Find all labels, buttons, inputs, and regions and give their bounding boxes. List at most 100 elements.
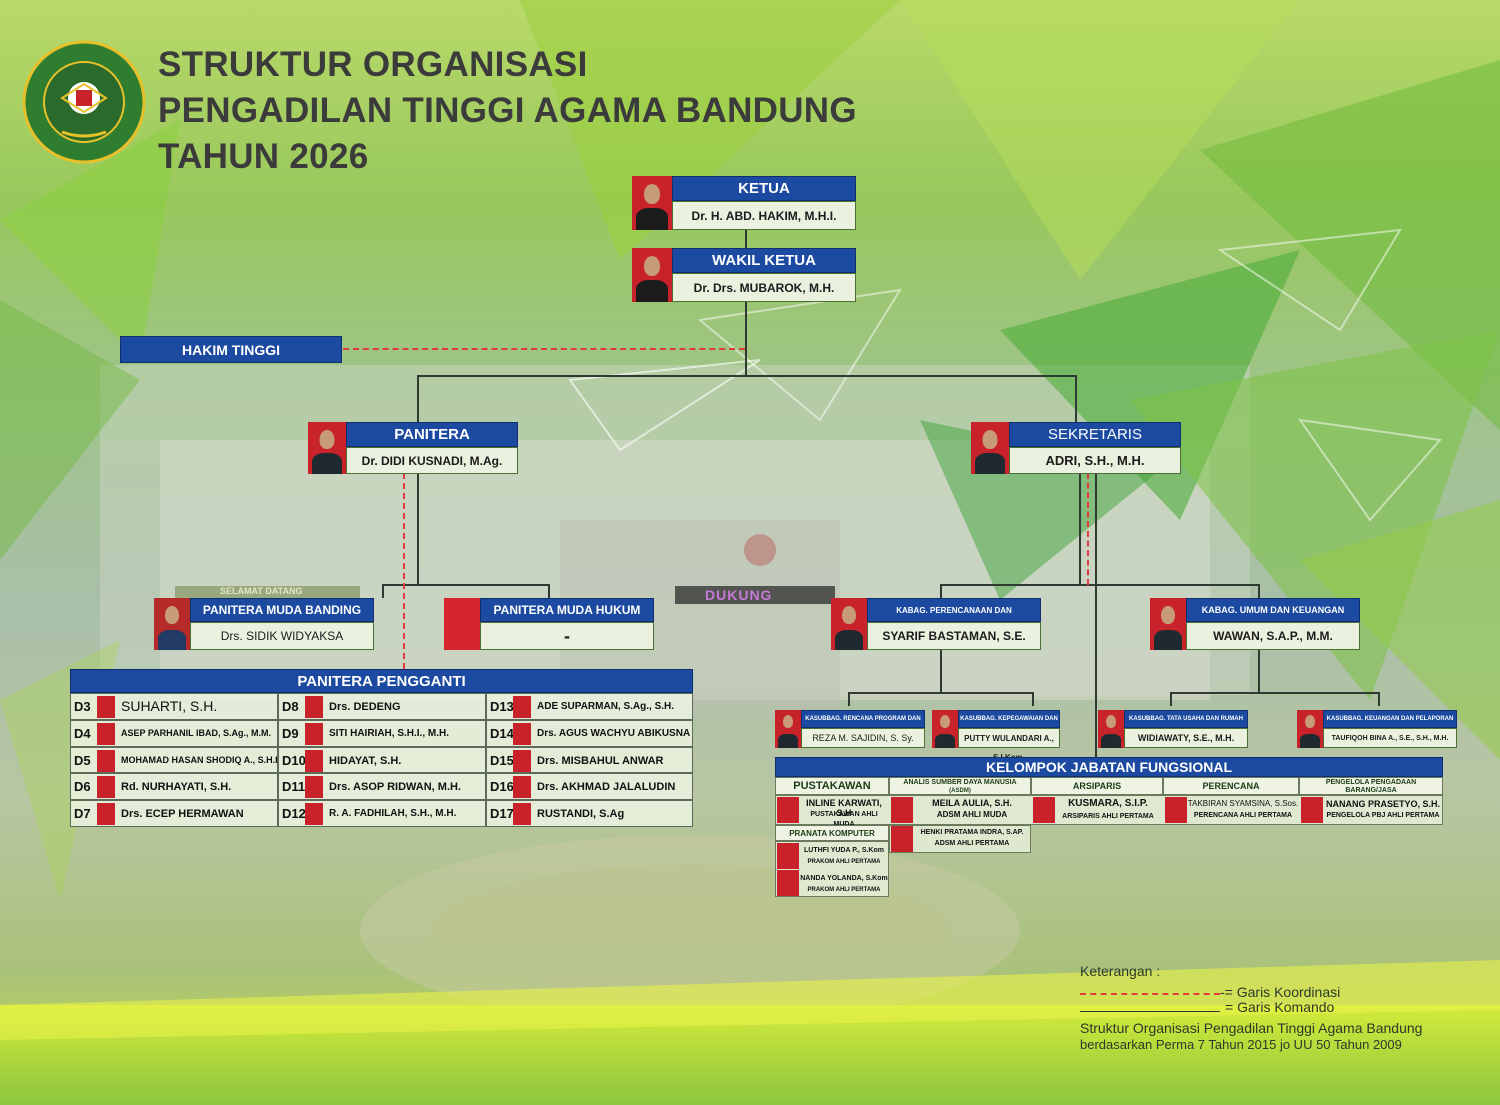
legend-coord: -= Garis Koordinasi	[1220, 984, 1341, 1000]
photo-nanda	[777, 870, 799, 896]
pp-name: Drs. AGUS WACHYU ABIKUSNA	[537, 727, 691, 739]
pp-name: MOHAMAD HASAN SHODIQ A., S.H.I.	[121, 754, 277, 765]
pp-name: R. A. FADHILAH, S.H., M.H.	[329, 808, 457, 820]
pp-photo	[305, 776, 323, 799]
pp-code: D6	[74, 779, 91, 795]
line-to-panitera	[417, 375, 419, 423]
line-kabag-horizontal	[940, 584, 1260, 586]
pp-code: D7	[74, 806, 91, 822]
photo-pm-banding	[154, 598, 190, 650]
line-wakil-down	[745, 300, 747, 376]
wakil-ketua-name: Dr. Drs. MUBAROK, M.H.	[672, 273, 856, 302]
line-kabag2-down	[1258, 650, 1260, 692]
legend-dashed-line	[1080, 993, 1220, 995]
panitera-pengganti-cell: D12 R. A. FADHILAH, S.H., M.H.	[278, 800, 486, 827]
pp-photo	[97, 722, 115, 745]
photo-henki	[891, 826, 913, 852]
kasubbag-tatausaha-name: WIDIAWATY, S.E., M.H.	[1124, 728, 1248, 748]
box-kabag-umum: KABAG. UMUM DAN KEUANGAN WAWAN, S.A.P., …	[1150, 598, 1360, 650]
photo-sekretaris	[971, 422, 1009, 474]
group-asdm-title-text: ANALIS SUMBER DAYA MANUSIA	[903, 779, 1017, 786]
member-name: KUSMARA, S.I.P.	[1068, 798, 1148, 809]
member-pos: PENGELOLA PBJ AHLI PERTAMA	[1326, 812, 1440, 819]
panitera-name: Dr. DIDI KUSNADI, M.Ag.	[346, 447, 518, 474]
line-pm-horizontal	[382, 584, 550, 586]
title-line-2: PENGADILAN TINGGI AGAMA BANDUNG	[158, 91, 857, 130]
photo-kabag-umum	[1150, 598, 1186, 650]
pp-code: D13	[490, 699, 514, 714]
line-ketua-wakil	[745, 228, 747, 248]
line-kasub-4	[1378, 692, 1380, 706]
line-top-horizontal	[417, 375, 1077, 377]
line-kasub-3	[1170, 692, 1172, 706]
member-pos: PRAKOM AHLI PERTAMA	[807, 887, 881, 893]
pp-name: Drs. ECEP HERMAWAN	[121, 808, 244, 821]
court-logo-icon	[22, 40, 146, 164]
pp-photo	[305, 722, 323, 745]
photo-meila-aulia	[891, 797, 913, 823]
panitera-pengganti-cell: D7 Drs. ECEP HERMAWAN	[70, 800, 278, 827]
pp-photo	[513, 803, 531, 826]
line-kasub-2-h	[1170, 692, 1380, 694]
group-prakom-title: PRANATA KOMPUTER	[775, 825, 889, 841]
page-title: STRUKTUR ORGANISASI PENGADILAN TINGGI AG…	[158, 42, 857, 180]
box-hakim-tinggi: HAKIM TINGGI	[120, 336, 342, 363]
legend-title: Keterangan :	[1080, 963, 1161, 979]
group-pustakawan-title: PUSTAKAWAN	[775, 777, 889, 795]
pp-code: D16	[490, 779, 514, 795]
ketua-name: Dr. H. ABD. HAKIM, M.H.I.	[672, 201, 856, 230]
pp-name: ADE SUPARMAN, S.Ag., S.H.	[537, 701, 675, 712]
pp-code: D5	[74, 752, 91, 768]
pp-photo	[97, 749, 115, 772]
pp-code: D17	[490, 806, 514, 822]
photo-kusmara	[1033, 797, 1055, 823]
photo-panitera	[308, 422, 346, 474]
line-to-sekretaris	[1075, 375, 1077, 423]
photo-kasubbag-keuangan	[1297, 710, 1323, 748]
pm-banding-name: Drs. SIDIK WIDYAKSA	[190, 622, 374, 650]
panitera-pengganti-cell: D17 RUSTANDI, S.Ag	[486, 800, 693, 827]
pp-photo	[513, 722, 531, 745]
member-pos: PERENCANA AHLI PERTAMA	[1193, 812, 1293, 819]
member-name: TAKBIRAN SYAMSINA, S.Sos.	[1187, 799, 1299, 808]
pp-name: RUSTANDI, S.Ag	[537, 808, 625, 821]
member-pos: PUSTAKAWAN AHLI MUDA	[810, 811, 878, 828]
pp-photo	[97, 803, 115, 826]
panitera-pengganti-cell: D5 MOHAMAD HASAN SHODIQ A., S.H.I.	[70, 746, 278, 774]
panitera-pengganti-cell: D13 ADE SUPARMAN, S.Ag., S.H.	[486, 693, 693, 720]
member-name: LUTHFI YUDA P., S.Kom	[804, 847, 884, 854]
pp-code: D14	[490, 725, 514, 741]
coord-line-hakim	[343, 348, 745, 350]
member-pos: ADSM AHLI PERTAMA	[934, 840, 1010, 847]
photo-kabag-perencanaan	[831, 598, 867, 650]
legend-solid-line	[1080, 1011, 1220, 1012]
box-wakil-ketua: WAKIL KETUA Dr. Drs. MUBAROK, M.H.	[632, 248, 856, 302]
legend-command: = Garis Komando	[1225, 999, 1335, 1015]
coord-line-panitera	[403, 473, 405, 669]
wakil-ketua-role: WAKIL KETUA	[672, 248, 856, 273]
line-kabag1-down	[940, 650, 942, 692]
group-arsiparis-title: ARSIPARIS	[1031, 777, 1163, 795]
pp-name: Drs. ASOP RIDWAN, M.H.	[329, 781, 462, 794]
line-kasub-1	[848, 692, 850, 706]
pp-name: ASEP PARHANIL IBAD, S.Ag., M.M.	[121, 727, 272, 738]
pp-photo	[513, 776, 531, 799]
pp-photo	[97, 776, 115, 799]
panitera-role: PANITERA	[346, 422, 518, 447]
title-line-3: TAHUN 2026	[158, 137, 369, 176]
box-kasubbag-keuangan: KASUBBAG. KEUANGAN DAN PELAPORAN TAUFIQO…	[1297, 710, 1457, 748]
pp-photo	[513, 696, 531, 718]
pp-name: Rd. NURHAYATI, S.H.	[121, 781, 232, 794]
pp-code: D12	[282, 806, 306, 822]
pp-name: SITI HAIRIAH, S.H.I., M.H.	[329, 727, 450, 739]
pp-photo	[97, 696, 115, 718]
line-kasub-1-h	[848, 692, 1034, 694]
pp-photo	[305, 749, 323, 772]
photo-inline-karwati	[777, 797, 799, 823]
line-kabag-1	[940, 584, 942, 598]
sekretaris-role: SEKRETARIS	[1009, 422, 1181, 447]
member-pos: ARSIPARIS AHLI PERTAMA	[1062, 813, 1154, 820]
